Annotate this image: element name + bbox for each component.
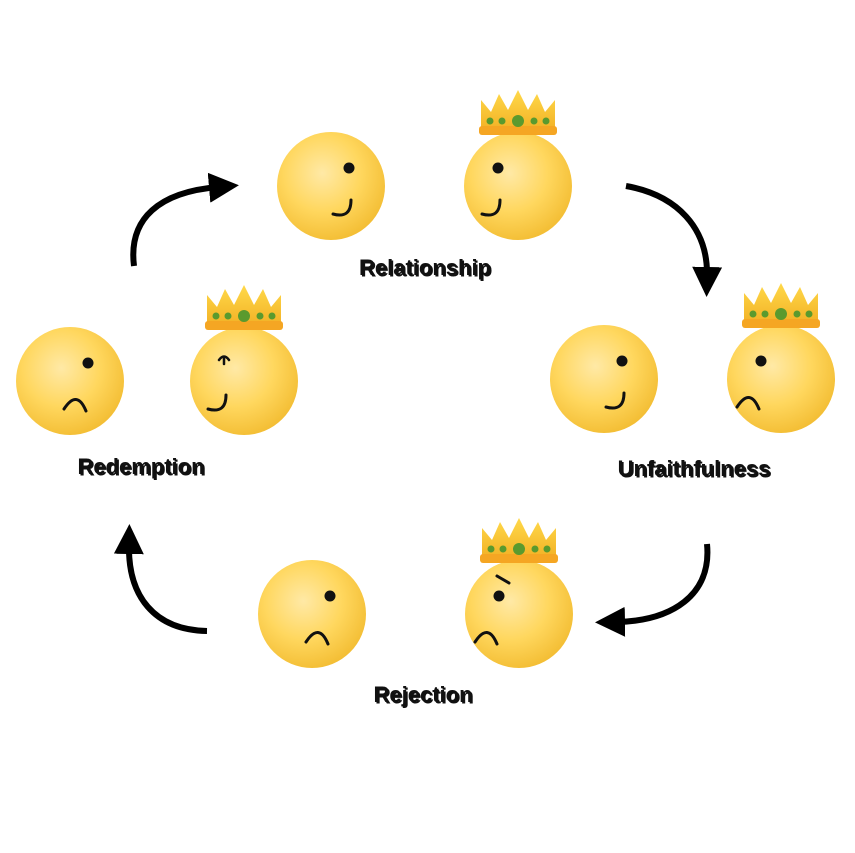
crown-band [479,126,557,135]
crown-jewel [761,310,769,318]
crown-jewel [531,545,539,553]
arrow-redemption-to-relationship [130,172,239,267]
wink-eye [217,355,231,366]
crown-jewel [775,308,787,320]
face-circle [727,325,835,433]
crown-jewel [268,312,276,320]
crown-jewel [530,117,538,125]
label-redemption-shadow: Redemption [79,456,206,481]
frown-mouth [62,398,88,413]
frown-mouth [735,396,761,411]
smile-mouth [206,393,228,412]
face-circle [277,132,385,240]
crown-jewel [486,117,494,125]
crown-band [742,319,820,328]
smile-mouth [604,391,626,410]
face-circle [258,560,366,668]
crown-band [480,554,558,563]
crown-band [205,321,283,330]
label-unfaithfulness: Unfaithfulness [618,456,771,481]
face-circle [465,560,573,668]
crown-jewel [805,310,813,318]
crown-icon [742,283,820,328]
crown-jewel [487,545,495,553]
relationship-person-figure [277,132,385,240]
crown-jewel [512,115,524,127]
crown-jewel [498,117,506,125]
label-unfaithfulness-shadow: Unfaithfulness [619,458,772,483]
relationship-king-figure [464,90,572,240]
unfaithfulness-king-figure [727,283,835,433]
label-relationship: Relationship [359,255,491,280]
eye-dot [82,357,94,369]
crown-jewel [543,545,551,553]
eye-dot [324,590,336,602]
crown-icon [205,285,283,330]
crown-jewel [749,310,757,318]
stage-labels: Relationship Relationship Unfaithfulness… [77,255,771,709]
crown-jewel [212,312,220,320]
eye-dot [755,355,767,367]
crown-icon [480,518,558,563]
crown-jewel [224,312,232,320]
frown-mouth [473,631,499,646]
arrow-unfaithfulness-to-rejection [595,543,711,637]
arrow-rejection-to-redemption [113,524,208,634]
crown-jewel [542,117,550,125]
redemption-king-figure [190,285,298,435]
face-circle [16,327,124,435]
arrow-relationship-to-unfaithfulness [625,183,723,297]
crown-jewel [499,545,507,553]
label-rejection-shadow: Rejection [375,684,474,709]
smile-mouth [331,198,353,217]
label-rejection: Rejection [373,682,472,707]
smile-mouth [480,198,502,217]
redemption-person-figure [16,327,124,435]
crown-icon [479,90,557,135]
rejection-person-figure [258,560,366,668]
arrows-layer [113,172,723,637]
face-circle [464,132,572,240]
unfaithfulness-person-figure [550,325,658,433]
crown-jewel [256,312,264,320]
eye-dot [616,355,628,367]
crown-jewel [238,310,250,322]
crown-jewel [513,543,525,555]
eye-dot [343,162,355,174]
face-circle [550,325,658,433]
face-circle [190,327,298,435]
eyebrow [495,574,511,585]
eye-dot [492,162,504,174]
faces-layer [16,90,835,668]
label-relationship-shadow: Relationship [360,257,492,282]
eye-dot [493,590,505,602]
rejection-king-figure [465,518,573,668]
frown-mouth [304,631,330,646]
label-redemption: Redemption [77,454,204,479]
crown-jewel [793,310,801,318]
